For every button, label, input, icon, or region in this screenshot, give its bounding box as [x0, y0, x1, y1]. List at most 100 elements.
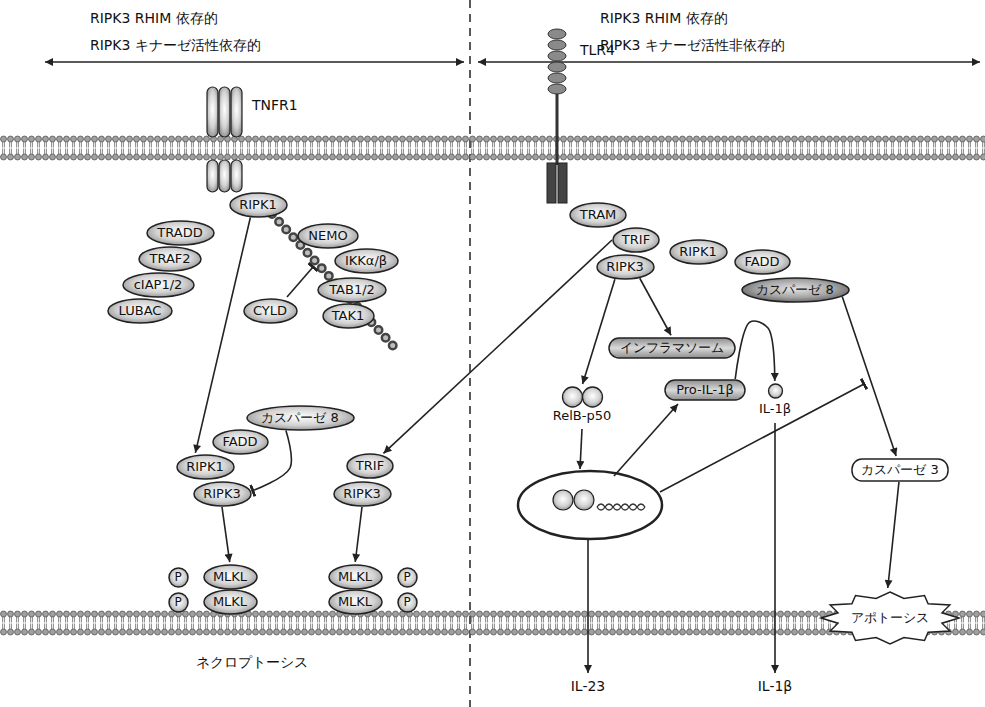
figure-label: TLR4 [580, 42, 615, 59]
node-text: TRADD [157, 225, 202, 241]
phosphate-mark: P [397, 567, 418, 588]
protein-ellipse: カスパーゼ 8 [246, 405, 355, 431]
node-text: MLKL [338, 569, 372, 585]
divider-line [469, 0, 471, 707]
arrow-connector [222, 507, 230, 562]
node-text: RIPK3 [203, 486, 241, 502]
protein-ellipse: RIPK1 [229, 192, 288, 218]
phosphate-mark: P [397, 592, 418, 613]
protein-ellipse: RIPK1 [669, 239, 728, 265]
secretion-arrow [774, 423, 776, 673]
arrow-connector [355, 507, 362, 562]
node-text: RIPK1 [239, 197, 277, 213]
arrow-connector [195, 218, 250, 453]
protein-ellipse: RIPK3 [333, 481, 392, 507]
node-text: MLKL [213, 594, 247, 610]
nucleus [518, 471, 662, 539]
protein-ellipse: TAK1 [322, 303, 375, 329]
figure-label: RIPK3 RHIM 依存的 [600, 10, 728, 27]
arrow-connector [842, 297, 896, 457]
node-text: CYLD [253, 303, 287, 319]
protein-ellipse: FADD [212, 429, 269, 455]
node-text: IKKα/β [345, 253, 387, 269]
node-text: TAB1/2 [329, 282, 375, 298]
node-text: インフラマソーム [620, 340, 724, 356]
node-text: TAK1 [332, 308, 365, 324]
node-text: NEMO [308, 228, 347, 244]
protein-ellipse: カスパーゼ 8 [741, 277, 850, 303]
node-text: MLKL [338, 594, 372, 610]
node-text: RelB-p50 [553, 408, 611, 424]
node-text: TRIF [622, 232, 650, 248]
node-text: TRIF [356, 458, 384, 474]
tlr4-receptor [547, 29, 567, 203]
protein-ellipse: MLKL [203, 564, 258, 590]
phosphate-mark: P [168, 567, 189, 588]
protein-ellipse: MLKL [328, 589, 383, 615]
node-text: カスパーゼ 8 [261, 410, 338, 426]
node-text: LUBAC [119, 303, 162, 319]
arrow-line [580, 429, 582, 469]
protein-dimer: RelB-p50 [551, 386, 614, 424]
node-text: cIAP1/2 [134, 277, 183, 293]
node-text: RIPK3 [343, 486, 381, 502]
node-text: MLKL [213, 569, 247, 585]
protein-ellipse: TAB1/2 [317, 277, 387, 303]
protein-ellipse: CYLD [243, 298, 298, 324]
node-text: RIPK1 [186, 459, 224, 475]
protein-ellipse: TRADD [146, 220, 215, 246]
node-text: FADD [744, 254, 779, 270]
protein-ellipse: cIAP1/2 [122, 272, 195, 298]
node-text: P [174, 570, 181, 584]
arrow-connector [640, 278, 671, 335]
cell-membrane [0, 135, 985, 161]
arrow-connector [583, 279, 615, 384]
protein-ellipse: RIPK3 [596, 254, 655, 280]
protein-ellipse: LUBAC [107, 298, 173, 324]
protein-ellipse: TRIF [346, 453, 394, 479]
secretion-arrow [587, 540, 589, 673]
protein-ellipse: NEMO [297, 223, 359, 249]
figure-label: RIPK3 キナーゼ活性依存的 [90, 37, 261, 54]
protein-ellipse: MLKL [328, 564, 383, 590]
protein-ellipse: MLKL [203, 589, 258, 615]
range-arrow [45, 61, 464, 63]
cytokine-dot: IL-1β [757, 383, 794, 417]
tnfr1-receptor [207, 87, 242, 192]
precursor-box: Pro-IL-1β [664, 379, 746, 401]
node-text: RIPK3 [606, 259, 644, 275]
arrow-line [614, 404, 678, 476]
apoptosis-star: アポトーシス [819, 590, 961, 646]
node-text: RIPK1 [679, 244, 717, 260]
figure-label: RIPK3 キナーゼ活性非依存的 [600, 37, 785, 54]
figure-label: TNFR1 [252, 97, 298, 114]
inhibition-line [287, 267, 313, 297]
node-text: Pro-IL-1β [676, 382, 734, 398]
protein-ellipse: IKKα/β [334, 248, 399, 274]
caspase-box: カスパーゼ 3 [851, 458, 949, 482]
figure-label: IL-1β [758, 678, 793, 695]
node-text: カスパーゼ 8 [756, 282, 833, 298]
node-text: TRAF2 [149, 251, 190, 267]
node-text: カスパーゼ 3 [861, 462, 938, 478]
node-text: P [403, 570, 410, 584]
figure-label: RIPK3 RHIM 依存的 [90, 10, 218, 27]
figure-label: IL-23 [571, 678, 606, 695]
node-text: FADD [222, 434, 257, 450]
node-text: P [174, 595, 181, 609]
protein-ellipse: TRIF [612, 227, 660, 253]
protein-ellipse: TRAF2 [138, 246, 202, 272]
figure-label: ネクロプトーシス [196, 654, 308, 671]
arrow-connector [888, 482, 899, 588]
protein-ellipse: FADD [734, 249, 791, 275]
node-text: P [403, 595, 410, 609]
node-text: アポトーシス [851, 610, 929, 626]
node-text: IL-1β [759, 401, 791, 417]
arrow-connector [735, 321, 775, 381]
arrow-connector [383, 240, 612, 453]
